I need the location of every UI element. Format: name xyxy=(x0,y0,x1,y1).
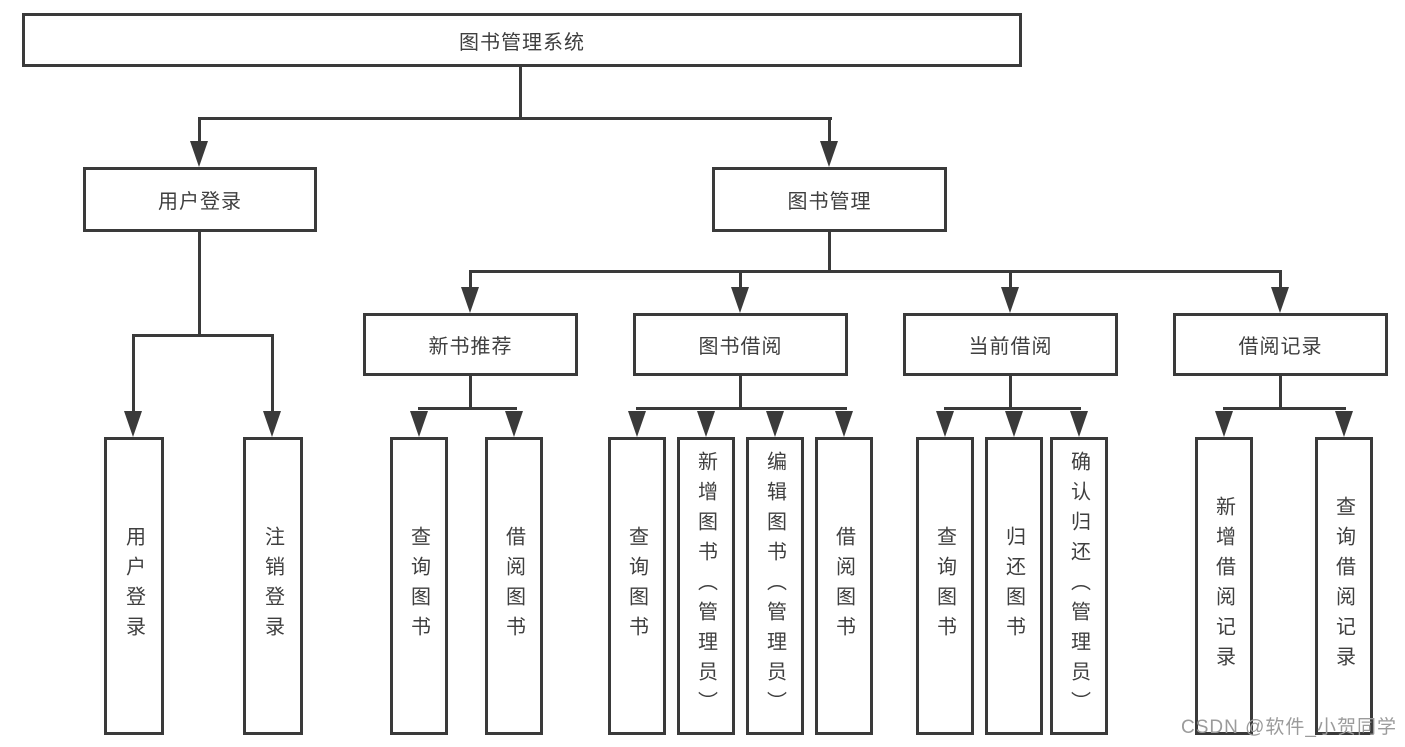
arrow-down-icon xyxy=(1005,411,1023,437)
node-new-book-recommend-label: 新书推荐 xyxy=(428,336,513,358)
connector-line xyxy=(828,117,831,145)
leaf-borrow-edit-book-admin-label: 编辑图书（管理员） xyxy=(763,451,786,721)
leaf-record-query-record: 查询借阅记录 xyxy=(1315,437,1373,735)
arrow-down-icon xyxy=(731,287,749,313)
node-book-management-label: 图书管理 xyxy=(787,191,872,213)
leaf-record-add-record: 新增借阅记录 xyxy=(1195,437,1253,735)
node-root-label: 图书管理系统 xyxy=(459,31,585,54)
arrow-down-icon xyxy=(505,411,523,437)
connector-line xyxy=(469,376,472,407)
leaf-borrow-borrow-book: 借阅图书 xyxy=(815,437,873,735)
leaf-current-query-book: 查询图书 xyxy=(916,437,974,735)
leaf-record-query-record-label: 查询借阅记录 xyxy=(1332,496,1355,676)
leaf-borrow-borrow-book-label: 借阅图书 xyxy=(832,526,855,646)
connector-line xyxy=(198,232,201,334)
arrow-down-icon xyxy=(1070,411,1088,437)
arrow-down-icon xyxy=(190,141,208,167)
leaf-newbook-query-book-label: 查询图书 xyxy=(407,526,430,646)
arrow-down-icon xyxy=(124,411,142,437)
leaf-newbook-query-book: 查询图书 xyxy=(390,437,448,735)
node-current-borrow-label: 当前借阅 xyxy=(968,336,1053,358)
connector-line xyxy=(132,334,274,337)
leaf-borrow-add-book-admin: 新增图书（管理员） xyxy=(677,437,735,735)
node-book-borrow-label: 图书借阅 xyxy=(698,336,783,358)
leaf-borrow-add-book-admin-label: 新增图书（管理员） xyxy=(694,451,717,721)
connector-line xyxy=(944,407,1081,410)
leaf-user-login-label: 用户登录 xyxy=(122,526,145,646)
arrow-down-icon xyxy=(766,411,784,437)
arrow-down-icon xyxy=(820,141,838,167)
csdn-watermark: CSDN @软件_小贺同学 xyxy=(1181,717,1397,738)
leaf-newbook-borrow-book-label: 借阅图书 xyxy=(502,526,525,646)
connector-line xyxy=(1223,407,1346,410)
leaf-logout: 注销登录 xyxy=(243,437,303,735)
connector-line xyxy=(1279,270,1282,289)
connector-line xyxy=(1279,376,1282,407)
leaf-current-query-book-label: 查询图书 xyxy=(933,526,956,646)
connector-line xyxy=(828,232,831,270)
connector-line xyxy=(469,270,472,289)
arrow-down-icon xyxy=(936,411,954,437)
node-current-borrow: 当前借阅 xyxy=(903,313,1118,376)
connector-line xyxy=(469,270,1282,273)
arrow-down-icon xyxy=(263,411,281,437)
leaf-newbook-borrow-book: 借阅图书 xyxy=(485,437,543,735)
arrow-down-icon xyxy=(410,411,428,437)
leaf-logout-label: 注销登录 xyxy=(261,526,284,646)
node-borrow-record-label: 借阅记录 xyxy=(1238,336,1323,358)
connector-line xyxy=(132,334,135,411)
node-user-login: 用户登录 xyxy=(83,167,317,232)
connector-line xyxy=(519,67,522,117)
leaf-current-return-book-label: 归还图书 xyxy=(1002,526,1025,646)
connector-line xyxy=(418,407,517,410)
leaf-current-return-book: 归还图书 xyxy=(985,437,1043,735)
arrow-down-icon xyxy=(461,287,479,313)
node-user-login-label: 用户登录 xyxy=(158,191,242,213)
leaf-current-confirm-return-admin: 确认归还（管理员） xyxy=(1050,437,1108,735)
node-book-borrow: 图书借阅 xyxy=(633,313,848,376)
node-root: 图书管理系统 xyxy=(22,13,1022,67)
connector-line xyxy=(739,376,742,407)
connector-line xyxy=(271,334,274,411)
leaf-user-login: 用户登录 xyxy=(104,437,164,735)
leaf-record-add-record-label: 新增借阅记录 xyxy=(1212,496,1235,676)
arrow-down-icon xyxy=(1271,287,1289,313)
leaf-borrow-query-book: 查询图书 xyxy=(608,437,666,735)
arrow-down-icon xyxy=(1335,411,1353,437)
connector-line xyxy=(739,270,742,289)
leaf-current-confirm-return-admin-label: 确认归还（管理员） xyxy=(1067,451,1090,721)
arrow-down-icon xyxy=(1001,287,1019,313)
arrow-down-icon xyxy=(628,411,646,437)
connector-line xyxy=(1009,376,1012,407)
node-new-book-recommend: 新书推荐 xyxy=(363,313,578,376)
arrow-down-icon xyxy=(697,411,715,437)
leaf-borrow-query-book-label: 查询图书 xyxy=(625,526,648,646)
connector-line xyxy=(198,117,832,120)
leaf-borrow-edit-book-admin: 编辑图书（管理员） xyxy=(746,437,804,735)
node-book-management: 图书管理 xyxy=(712,167,947,232)
connector-line xyxy=(1009,270,1012,289)
node-borrow-record: 借阅记录 xyxy=(1173,313,1388,376)
arrow-down-icon xyxy=(835,411,853,437)
connector-line xyxy=(198,117,201,145)
connector-line xyxy=(636,407,847,410)
arrow-down-icon xyxy=(1215,411,1233,437)
